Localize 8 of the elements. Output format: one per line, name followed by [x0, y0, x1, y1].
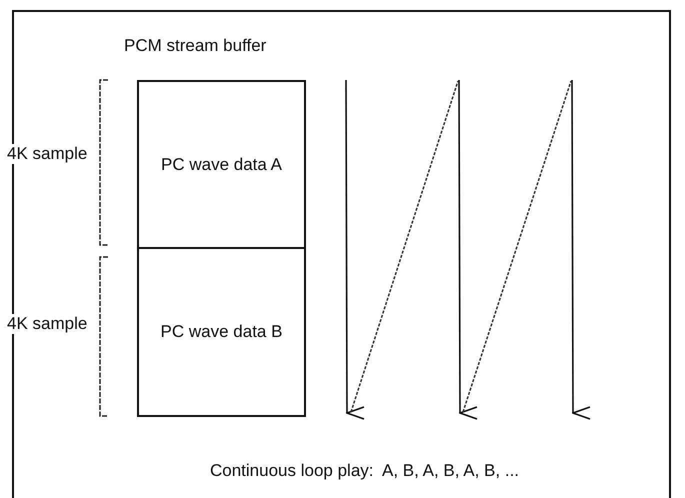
buffer-title: PCM stream buffer: [124, 36, 266, 56]
buffer-block: [137, 247, 306, 417]
block-label: PC wave data B: [160, 321, 284, 343]
dimension-label: 4K sample: [7, 314, 88, 334]
buffer-block: [137, 80, 306, 249]
dimension-label: 4K sample: [7, 144, 88, 164]
loop-caption: Continuous loop play: A, B, A, B, A, B, ...: [210, 461, 520, 482]
block-label: PC wave data A: [160, 154, 283, 176]
